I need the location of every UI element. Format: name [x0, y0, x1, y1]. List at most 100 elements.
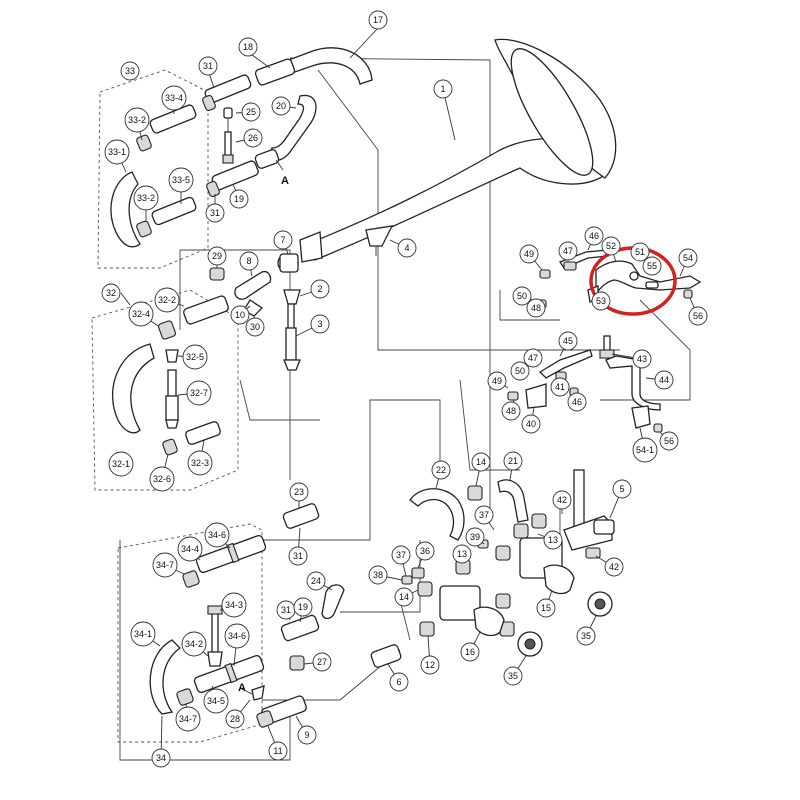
callout-label: 34-2	[185, 639, 203, 649]
callout-circle	[182, 344, 208, 370]
callout-circle	[487, 371, 507, 391]
callout-18: 18	[238, 37, 258, 57]
callout-circle	[612, 479, 632, 499]
callout-label: 14	[476, 457, 486, 467]
callout-circle	[394, 587, 414, 607]
callout-label: 25	[246, 107, 256, 117]
callout-13: 13	[543, 530, 563, 550]
callout-circle	[130, 621, 156, 647]
top-bend-part	[261, 47, 373, 85]
callout-circle	[186, 380, 212, 406]
curved-tube-20	[267, 94, 317, 162]
callout-34-4: 34-4	[177, 536, 203, 562]
callout-label: 35	[508, 671, 518, 681]
callout-circle	[168, 167, 194, 193]
callout-label: 33-2	[128, 115, 146, 125]
callout-33-4: 33-4	[161, 85, 187, 111]
callout-circle	[420, 655, 440, 675]
callout-label: 24	[311, 576, 321, 586]
callout-40: 40	[521, 414, 541, 434]
callout-3: 3	[310, 314, 330, 334]
callout-label: 32-2	[158, 295, 176, 305]
callout-label: 42	[557, 495, 567, 505]
callout-label: 23	[294, 487, 304, 497]
callout-circle	[471, 452, 491, 472]
tube-19	[211, 160, 259, 191]
callout-25: 25	[241, 102, 261, 122]
callout-circle	[543, 530, 563, 550]
callout-label: 18	[243, 42, 253, 52]
callout-46: 46	[584, 226, 604, 246]
callout-label: 32-5	[186, 352, 204, 362]
callout-33-5: 33-5	[168, 167, 194, 193]
valve-parts-upper	[209, 225, 394, 371]
callout-circle	[310, 314, 330, 334]
callout-circle	[207, 246, 227, 266]
callout-circle	[433, 79, 453, 99]
callout-label: 13	[457, 549, 467, 559]
callout-circle	[241, 102, 261, 122]
bell-part	[299, 38, 617, 263]
callout-circle	[238, 37, 258, 57]
callout-13: 13	[452, 544, 472, 564]
callout-bubbles: 17118313333-433-233-133-533-225202619312…	[101, 10, 708, 768]
callout-5: 5	[612, 479, 632, 499]
callout-26: 26	[243, 128, 263, 148]
callout-circle	[151, 748, 171, 768]
callout-label: 32-6	[153, 474, 171, 484]
callout-4: 4	[397, 238, 417, 258]
group-32-box	[91, 289, 239, 491]
callout-circle	[154, 287, 180, 313]
callout-label: 34-4	[181, 544, 199, 554]
callout-circle	[536, 598, 556, 618]
callout-label: 31	[293, 551, 303, 561]
callout-label: 30	[250, 322, 260, 332]
callout-50: 50	[512, 286, 532, 306]
callout-34-7: 34-7	[152, 552, 178, 578]
callout-41: 41	[550, 377, 570, 397]
callout-label: 21	[508, 456, 518, 466]
group-34-box	[117, 523, 263, 743]
callout-circle	[465, 527, 485, 547]
callout-32-7: 32-7	[186, 380, 212, 406]
callout-circle	[558, 331, 578, 351]
callout-23: 23	[289, 482, 309, 502]
callout-label: 34	[156, 753, 166, 763]
callout-circle	[204, 522, 230, 548]
callout-circle	[368, 10, 388, 30]
callout-19: 19	[229, 189, 249, 209]
callout-circle	[310, 279, 330, 299]
callout-circle	[368, 565, 388, 585]
callout-circle	[297, 725, 317, 745]
callout-circle	[567, 392, 587, 412]
callout-55: 55	[642, 256, 662, 276]
callout-label: 32-4	[132, 309, 150, 319]
callout-circle	[230, 305, 250, 325]
callout-circle	[558, 241, 578, 261]
callout-circle	[108, 451, 134, 477]
callout-42: 42	[552, 490, 572, 510]
callout-circle	[512, 286, 532, 306]
callout-22: 22	[431, 460, 451, 480]
callout-circle	[632, 349, 652, 369]
callout-circle	[523, 348, 543, 368]
callout-51: 51	[630, 242, 650, 262]
callout-circle	[181, 631, 207, 657]
callout-label: 41	[555, 382, 565, 392]
callout-circle	[501, 401, 521, 421]
callout-circle	[239, 251, 259, 271]
callout-circle	[576, 626, 596, 646]
callout-53: 53	[591, 291, 611, 311]
callout-37: 37	[391, 545, 411, 565]
callout-32-6: 32-6	[149, 466, 175, 492]
callout-label: 33-1	[108, 147, 126, 157]
callout-33-1: 33-1	[104, 139, 130, 165]
callout-label: 32-3	[191, 458, 209, 468]
callout-49: 49	[487, 371, 507, 391]
callout-circle	[503, 451, 523, 471]
callout-48: 48	[501, 401, 521, 421]
callout-35: 35	[503, 666, 523, 686]
callout-circle	[243, 128, 263, 148]
callout-54-1: 54-1	[632, 437, 658, 463]
callout-33-2: 33-2	[124, 107, 150, 133]
